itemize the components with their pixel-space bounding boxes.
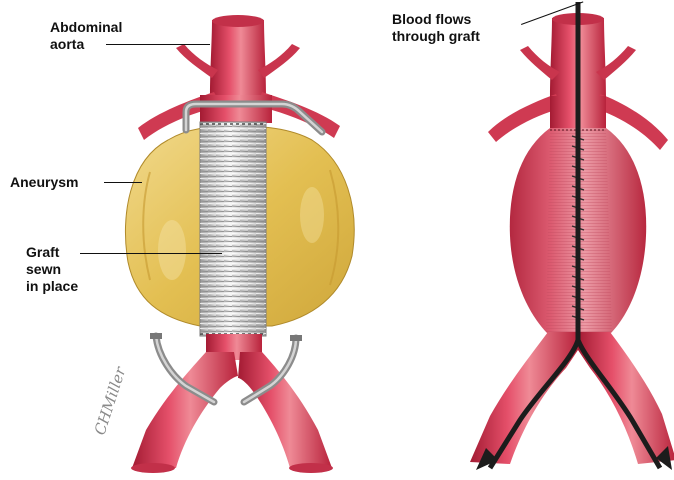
right-illustration-completed-repair bbox=[470, 2, 674, 470]
upper-aorta bbox=[210, 20, 266, 95]
graft-label-line3: in place bbox=[26, 278, 78, 295]
abdominal-aorta-label: Abdominal aorta bbox=[50, 19, 122, 53]
aneurysm-leader-line bbox=[104, 182, 142, 183]
blood-flows-label: Blood flows through graft bbox=[392, 11, 480, 45]
left-iliac-artery bbox=[132, 352, 238, 468]
artist-signature: CHMiller bbox=[91, 364, 130, 437]
abdominal-aorta-label-line1: Abdominal bbox=[50, 19, 122, 36]
blood-flows-label-line2: through graft bbox=[392, 28, 480, 45]
graft-label: Graft sewn in place bbox=[26, 244, 78, 295]
right-fig-right-iliac bbox=[578, 332, 674, 464]
aortic-neck bbox=[200, 95, 272, 123]
graft-label-line2: sewn bbox=[26, 261, 78, 278]
right-fig-left-iliac bbox=[470, 332, 578, 464]
svg-text:CHMiller: CHMiller bbox=[91, 364, 130, 437]
blood-flows-label-line1: Blood flows bbox=[392, 11, 480, 28]
left-illustration-open-repair bbox=[125, 15, 354, 473]
graft-label-line1: Graft bbox=[26, 244, 78, 261]
graft-leader-line bbox=[80, 253, 222, 254]
aneurysm-label: Aneurysm bbox=[10, 174, 78, 191]
aorta-cut-top bbox=[212, 15, 264, 27]
abdominal-aorta-label-line2: aorta bbox=[50, 36, 122, 53]
